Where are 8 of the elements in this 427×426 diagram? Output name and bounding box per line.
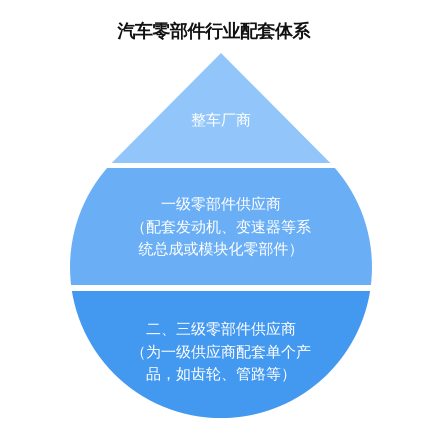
drop-segment: [70, 168, 372, 285]
drop-segment: [70, 291, 372, 418]
segment-description: （为一级供应商配套单个产品，如齿轮、管路等）: [130, 342, 312, 385]
segment-heading: 整车厂商: [190, 110, 252, 131]
segment-heading: 二、三级零部件供应商: [145, 319, 297, 340]
segment-description: （配套发动机、变速器等系统总成或模块化零部件）: [130, 216, 312, 260]
diagram-title: 汽车零部件行业配套体系: [116, 20, 312, 43]
segment-heading: 一级零部件供应商: [160, 194, 282, 215]
